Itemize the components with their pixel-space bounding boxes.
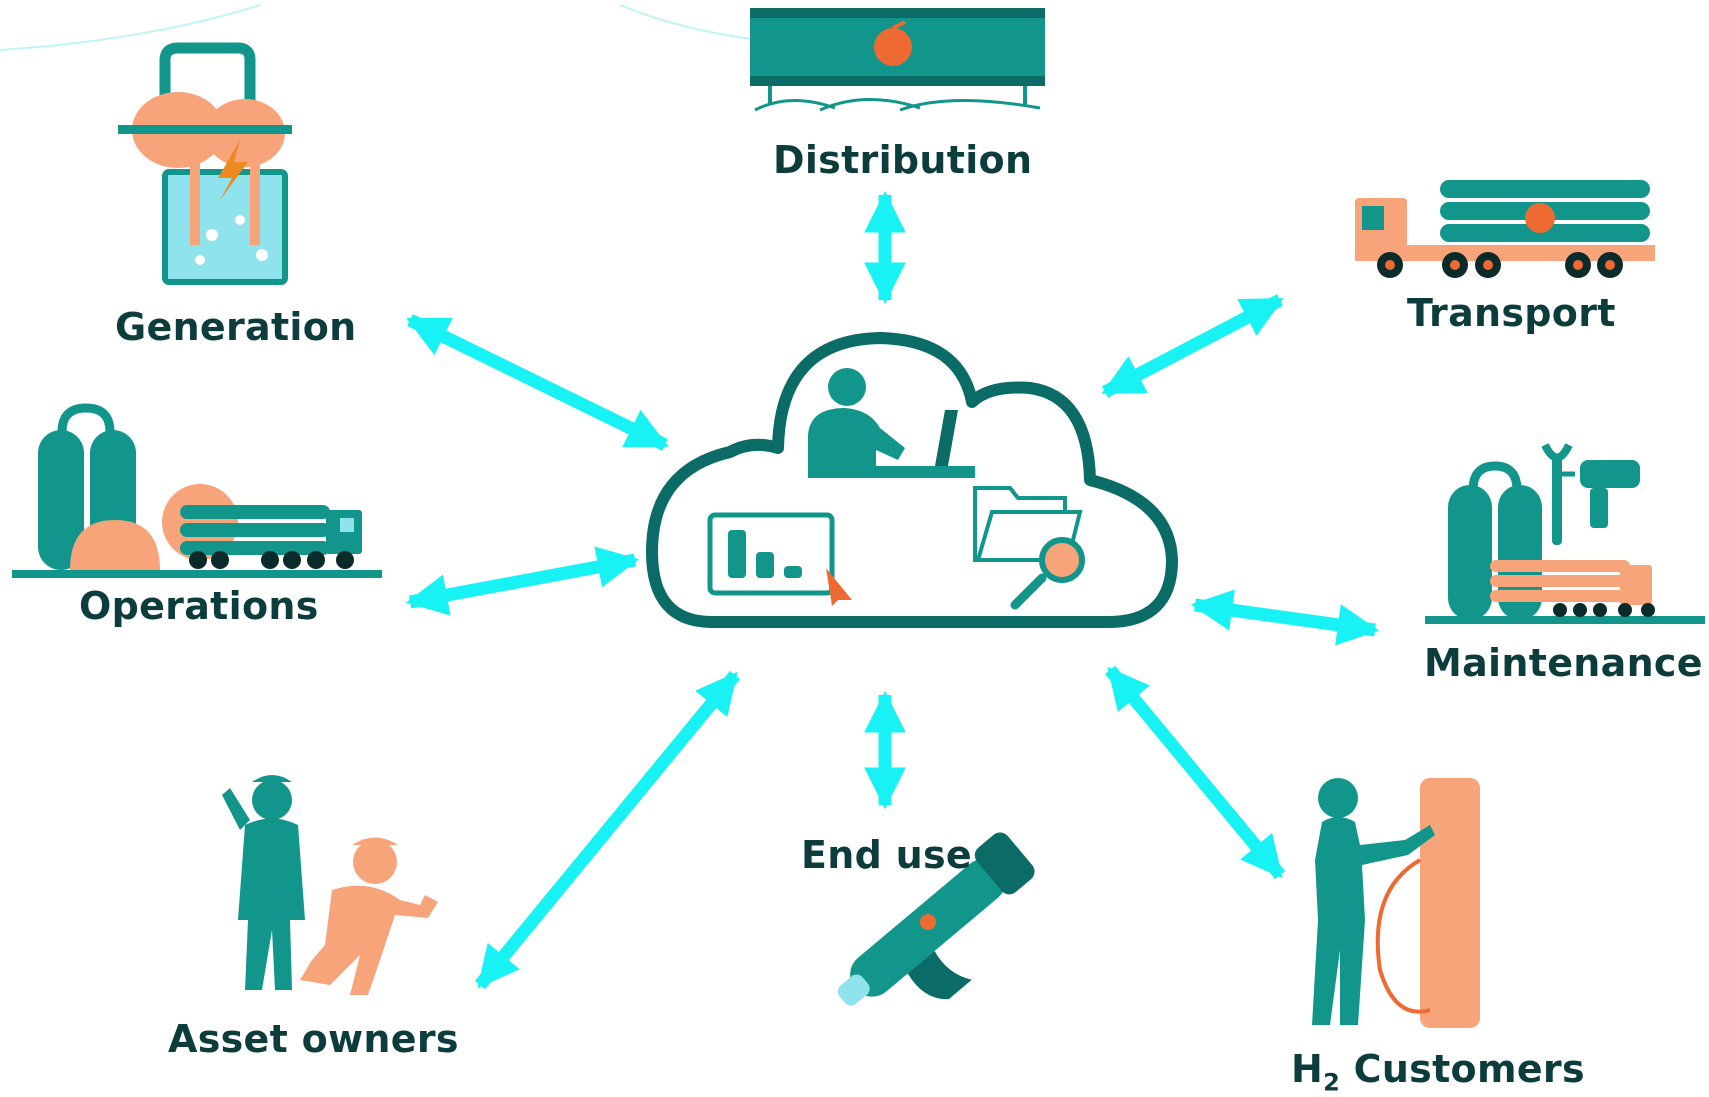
label-h2-customers: H2 Customers: [1291, 1050, 1585, 1095]
person-laptop-icon: [808, 368, 975, 478]
label-distribution: Distribution: [773, 138, 1033, 182]
label-maintenance: Maintenance: [1424, 641, 1703, 685]
arrow-transport: [1101, 294, 1284, 398]
transport-truck-icon: [1355, 180, 1655, 278]
decorative-curve: [619, 4, 761, 41]
generation-electrolyser-icon: [118, 42, 292, 285]
h2-customers-refuelling-icon: [1312, 778, 1480, 1028]
label-end-use: End use: [801, 833, 972, 877]
decorative-curve: [0, 4, 261, 51]
arrow-generation: [406, 314, 669, 451]
arrow-asset-owners: [474, 670, 741, 990]
label-h2-customers-subscript: 2: [1323, 1068, 1341, 1097]
arrow-customers: [1104, 665, 1286, 880]
label-h2-customers-prefix: H: [1291, 1047, 1324, 1091]
connection-arrows: [405, 190, 1380, 990]
folder-search-icon: [973, 486, 1085, 610]
label-asset-owners: Asset owners: [168, 1017, 459, 1061]
arrow-maintenance: [1190, 589, 1380, 646]
cloud-platform: [646, 332, 1178, 628]
label-generation: Generation: [115, 305, 357, 349]
label-h2-customers-suffix: Customers: [1340, 1047, 1585, 1091]
end-use-nozzle-icon: [837, 832, 1035, 1006]
asset-owners-workers-icon: [222, 775, 438, 995]
label-transport: Transport: [1407, 291, 1616, 335]
dashboard-icon: [707, 512, 852, 606]
maintenance-tools-icon: [1425, 443, 1705, 624]
arrow-operations: [405, 546, 640, 616]
distribution-pipeline-icon: [750, 8, 1045, 112]
operations-facility-icon: [12, 403, 382, 578]
label-operations: Operations: [79, 584, 319, 628]
